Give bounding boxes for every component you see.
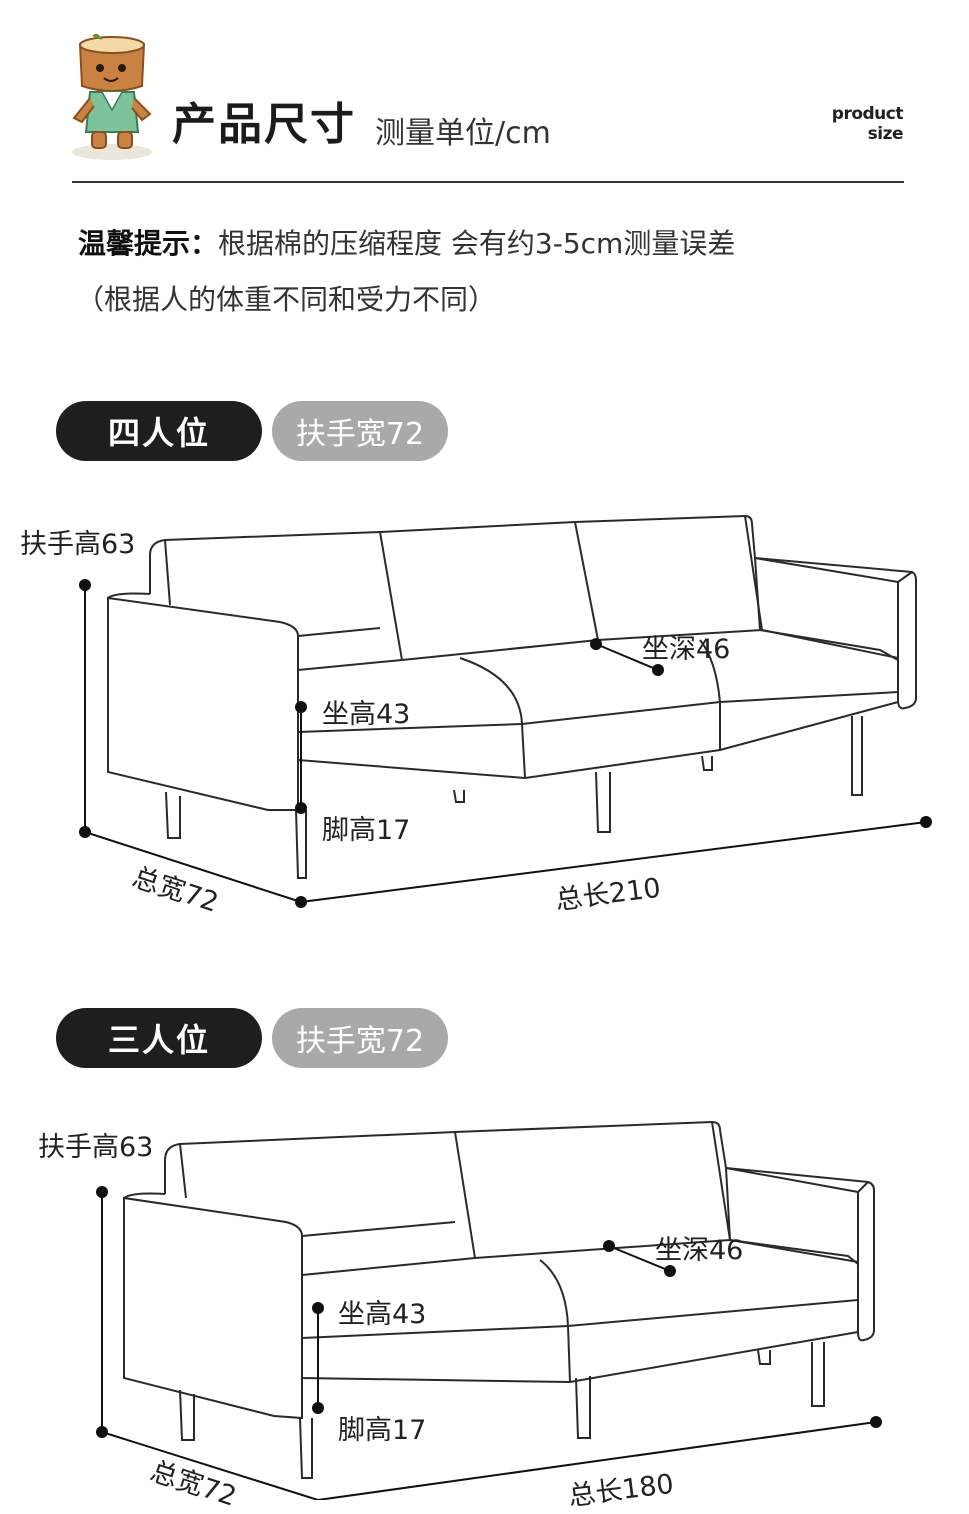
tip-note: （根据人的体重不同和受力不同）: [76, 283, 497, 316]
seat-height-label-2: 坐高43: [338, 1299, 427, 1330]
armrest-width-badge: 扶手宽72: [272, 401, 448, 461]
armrest-height-label: 扶手高63: [20, 529, 136, 560]
leg-height-label-2: 脚高17: [338, 1415, 427, 1446]
mascot-logo: [62, 33, 162, 162]
brand-line-2: size: [867, 124, 904, 144]
section-badge-three-seat: 三人位: [56, 1008, 262, 1068]
page-title: 产品尺寸: [172, 99, 356, 150]
tip-line: 温馨提示：根据棉的压缩程度 会有约3-5cm测量误差: [78, 222, 735, 262]
tip-text: 根据棉的压缩程度 会有约3-5cm测量误差: [218, 227, 736, 260]
four-seat-sofa-diagram: 扶手高63 坐深46 坐高43 脚高17 总宽72 总长210: [0, 510, 969, 920]
seat-depth-label: 坐深46: [642, 634, 731, 665]
armrest-width-badge-2: 扶手宽72: [272, 1008, 448, 1068]
measurement-unit: 测量单位/cm: [375, 116, 551, 151]
brand-line-1: product: [831, 104, 904, 124]
leg-height-label: 脚高17: [322, 815, 411, 846]
tip-label: 温馨提示：: [78, 227, 219, 260]
seat-depth-label-2: 坐深46: [655, 1235, 744, 1266]
product-size-tag: product size: [831, 104, 904, 144]
section-badge-four-seat: 四人位: [56, 401, 262, 461]
header-divider: [72, 181, 904, 183]
seat-height-label: 坐高43: [322, 699, 411, 730]
armrest-height-label-2: 扶手高63: [38, 1132, 154, 1163]
three-seat-sofa-diagram: 扶手高63 坐深46 坐高43 脚高17 总宽72 总长180: [0, 1110, 969, 1513]
